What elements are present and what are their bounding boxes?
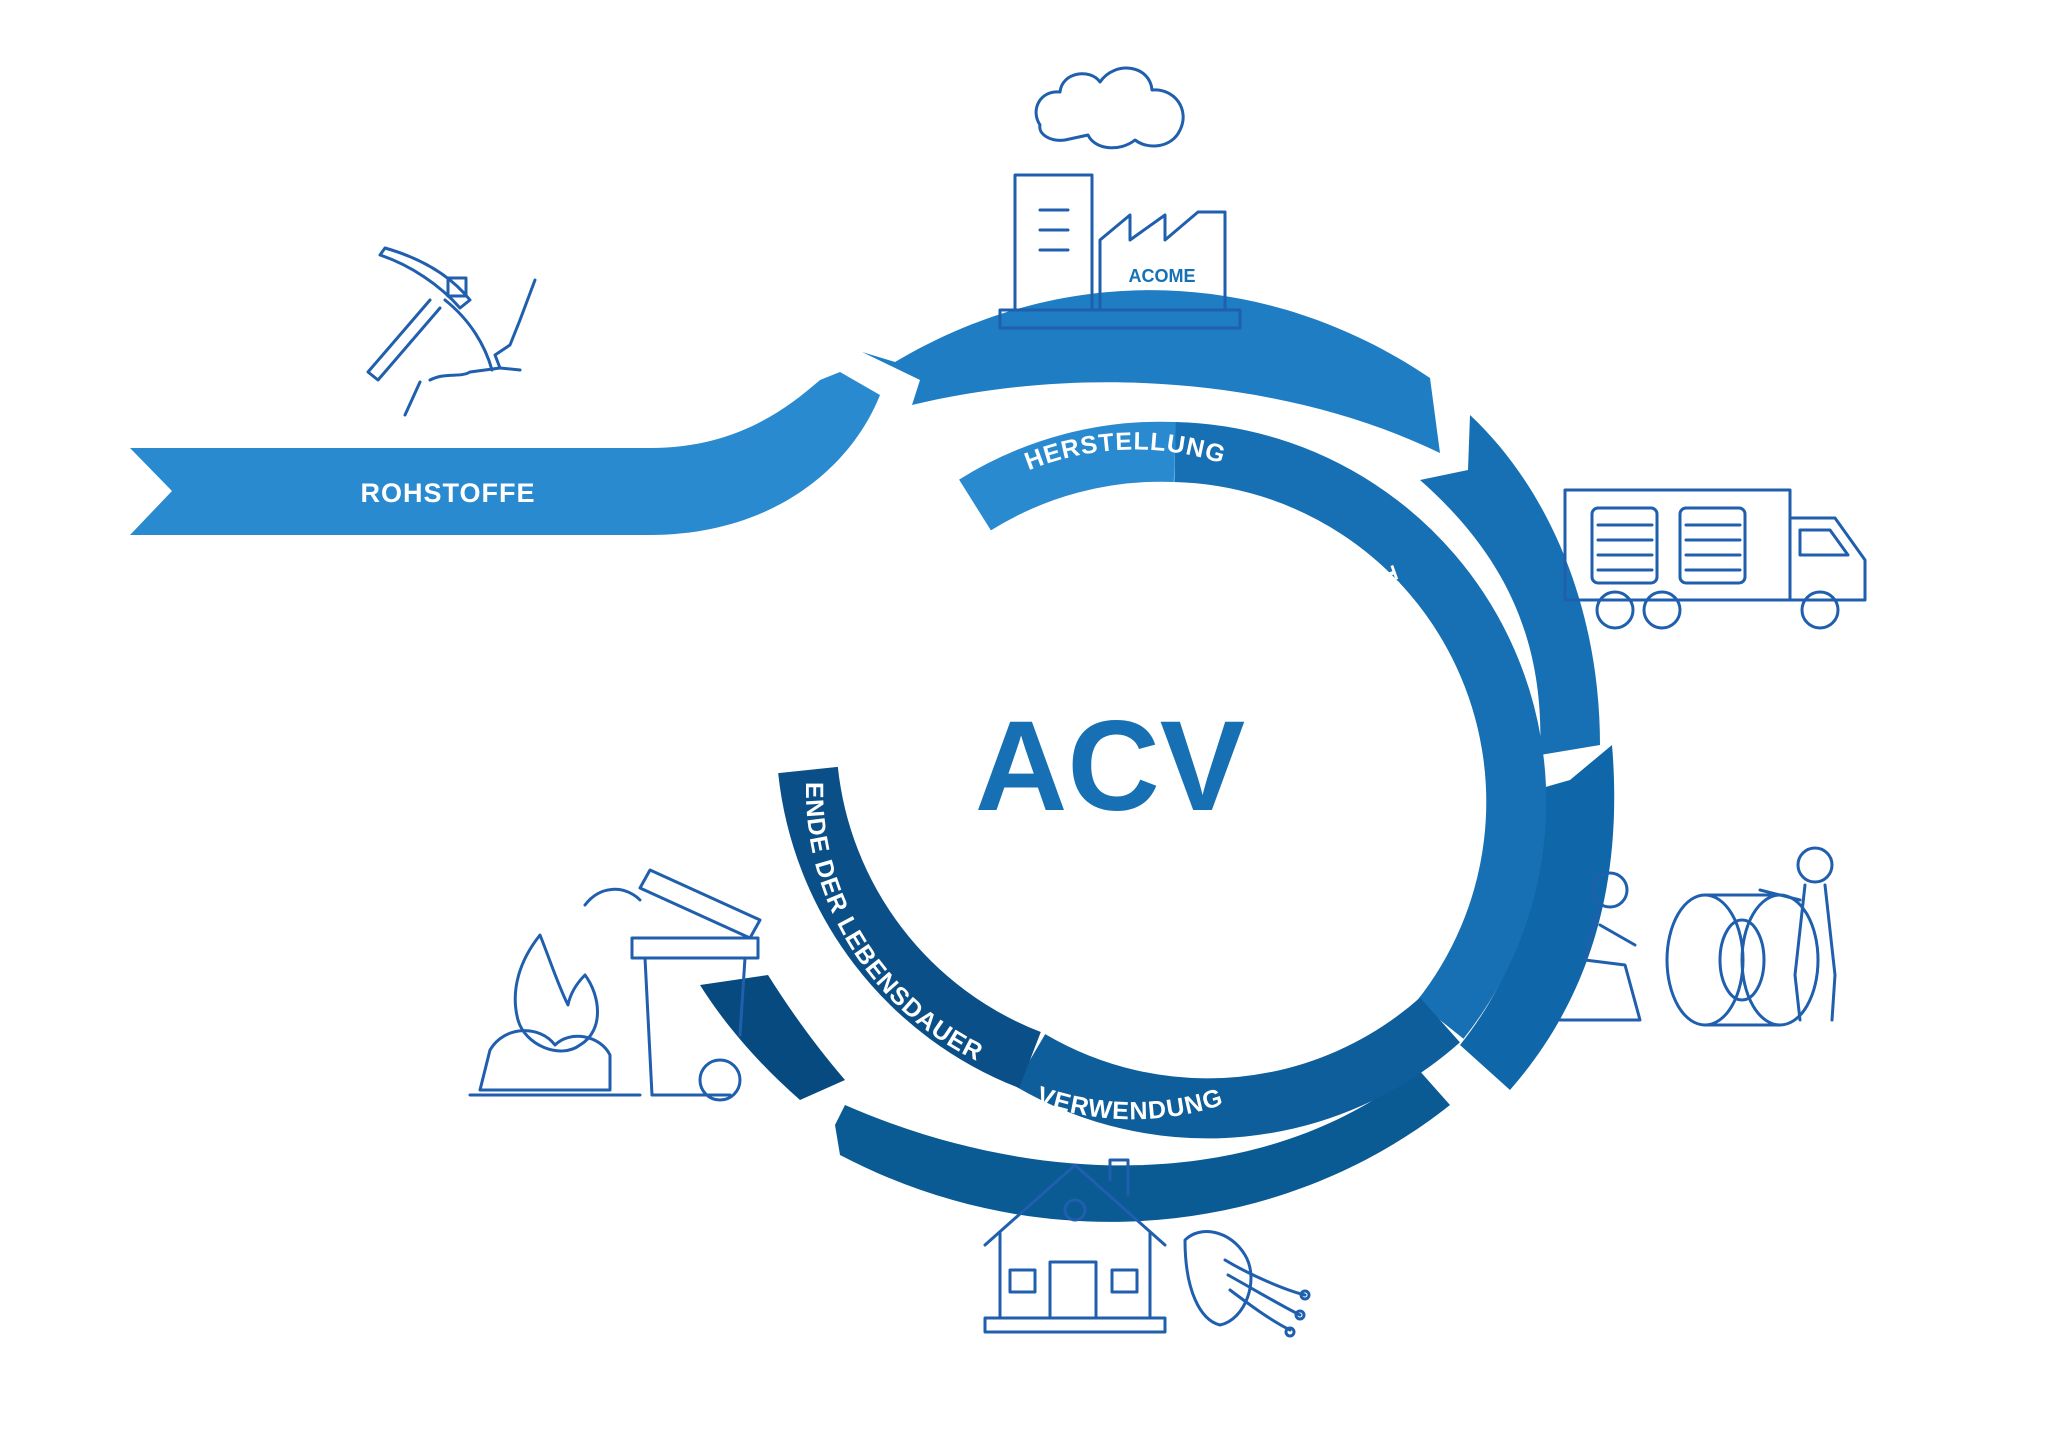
truck-icon (1563, 488, 1867, 630)
waste-bin-fire-icon (468, 868, 762, 1102)
stage-label-installation: VERLEGUNG (1368, 792, 1446, 960)
house-icon (983, 1158, 1167, 1334)
pickaxe-icon (366, 246, 537, 417)
center-title: ACV (975, 695, 1245, 838)
fiber-cable-icon (1183, 1230, 1311, 1338)
raw-materials-label: ROHSTOFFE (360, 478, 535, 508)
inner-arc-manufacturing (959, 421, 1177, 531)
inner-arc-use (1014, 997, 1460, 1139)
inner-arc-transport-installation (1174, 422, 1547, 1039)
cable-drum-workers-icon (1558, 846, 1837, 1027)
acome-logo: ACOME (1129, 266, 1196, 286)
outer-ring-segment-manufacturing (862, 290, 1440, 453)
raw-materials-ribbon (130, 372, 880, 535)
outer-ring-segment-use (835, 1060, 1450, 1222)
factory-icon: ACOME (998, 66, 1242, 330)
inner-arc-end-of-life (778, 766, 1042, 1088)
outer-ring-segment-end-of-life (700, 975, 845, 1100)
outer-ring-segment-installation (1460, 745, 1615, 1090)
outer-ring-segment-transport (1420, 415, 1600, 755)
